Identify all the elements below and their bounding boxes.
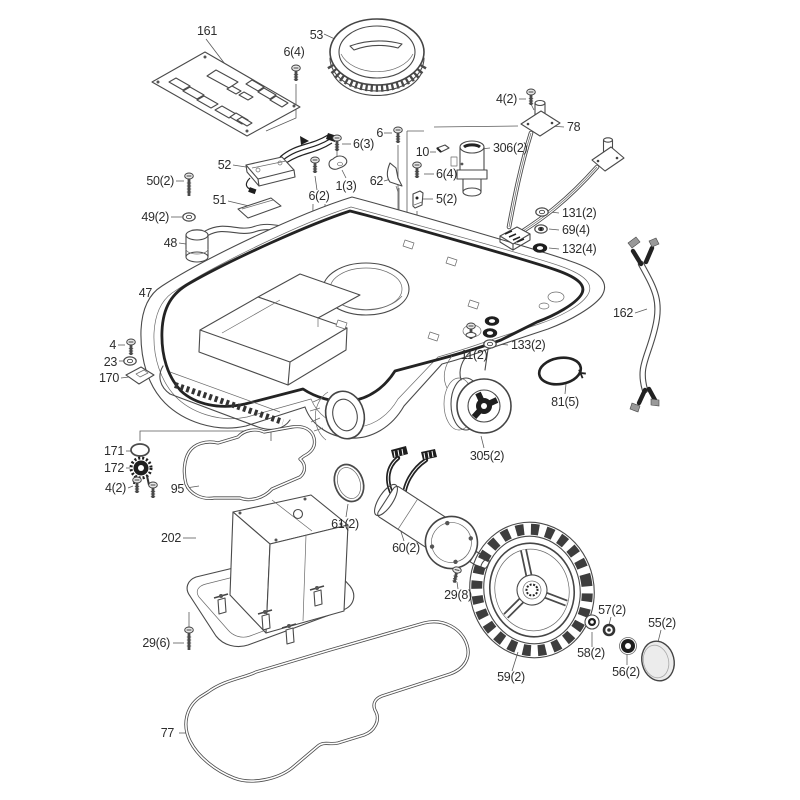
part-label-4-2-top: 4(2) bbox=[496, 92, 517, 106]
part-305-caster-wheel bbox=[443, 351, 512, 434]
part-133-washer-stack bbox=[482, 316, 500, 371]
part-label-5-2: 5(2) bbox=[436, 192, 457, 206]
part-label-58-2: 58(2) bbox=[577, 646, 605, 660]
part-95-gasket bbox=[182, 424, 317, 502]
part-170-cover-plate bbox=[125, 366, 155, 385]
part-60-wheel-motor bbox=[374, 446, 490, 571]
part-label-4: 4 bbox=[109, 338, 116, 352]
part-1-clip bbox=[328, 155, 348, 170]
part-label-77: 77 bbox=[161, 726, 175, 740]
part-label-50-2: 50(2) bbox=[146, 174, 174, 188]
part-label-170: 170 bbox=[99, 371, 119, 385]
screws-and-washers bbox=[182, 63, 537, 652]
part-62-bracket-wedge bbox=[386, 162, 403, 193]
part-53-blade-guard-cup bbox=[327, 18, 427, 97]
part-label-23: 23 bbox=[104, 355, 118, 369]
part-47-chassis-tray bbox=[140, 196, 606, 441]
part-label-6-2: 6(2) bbox=[308, 189, 329, 203]
part-23-washer bbox=[123, 356, 137, 366]
part-59-drive-wheel bbox=[469, 521, 595, 659]
part-57-washer bbox=[602, 623, 616, 637]
part-4-screw bbox=[125, 337, 137, 357]
part-label-62: 62 bbox=[370, 174, 384, 188]
part-label-81-5: 81(5) bbox=[551, 395, 579, 409]
part-label-306-2: 306(2) bbox=[493, 141, 527, 155]
part-label-59-2: 59(2) bbox=[497, 670, 525, 684]
part-labels: 161 53 6(4) 52 51 50(2) 49(2) 48 47 6(3)… bbox=[99, 24, 676, 740]
part-label-56-2: 56(2) bbox=[612, 665, 640, 679]
part-label-172: 172 bbox=[104, 461, 124, 475]
part-label-131-2: 131(2) bbox=[562, 206, 596, 220]
part-61-o-ring bbox=[333, 463, 365, 503]
part-label-69-4: 69(4) bbox=[562, 223, 590, 237]
part-label-95: 95 bbox=[171, 482, 185, 496]
part-5-spacer-block bbox=[412, 190, 424, 209]
part-label-305-2: 305(2) bbox=[470, 449, 504, 463]
part-78-sensor-plates bbox=[499, 99, 625, 251]
part-161-circuit-board bbox=[151, 51, 301, 137]
part-202-battery-box bbox=[186, 494, 355, 648]
part-51-foam-pad bbox=[237, 197, 282, 219]
part-label-6: 6 bbox=[376, 126, 383, 140]
part-label-57-2: 57(2) bbox=[598, 603, 626, 617]
part-label-60-2: 60(2) bbox=[392, 541, 420, 555]
part-81-clamp-ring bbox=[537, 356, 586, 386]
part-label-162: 162 bbox=[613, 306, 633, 320]
part-label-11-2: 11(2) bbox=[461, 348, 488, 362]
part-131-washer bbox=[535, 207, 549, 217]
part-label-49-2: 49(2) bbox=[141, 210, 169, 224]
part-56-lock-nut bbox=[619, 637, 637, 655]
part-171-o-ring bbox=[130, 443, 150, 457]
part-10-clip bbox=[436, 144, 450, 153]
part-label-133-2: 133(2) bbox=[511, 338, 545, 352]
part-label-6-4-top: 6(4) bbox=[283, 45, 304, 59]
part-label-52: 52 bbox=[218, 158, 232, 172]
part-306-actuator-cylinder bbox=[450, 140, 488, 197]
part-55-hub-cap bbox=[641, 640, 675, 682]
part-label-78: 78 bbox=[567, 120, 581, 134]
part-162-cable-harness bbox=[627, 236, 661, 413]
part-label-51: 51 bbox=[213, 193, 227, 207]
part-label-61-2: 61(2) bbox=[331, 517, 359, 531]
part-label-171: 171 bbox=[104, 444, 124, 458]
part-52-cable-bracket bbox=[245, 133, 337, 195]
part-77-bottom-seal bbox=[184, 620, 470, 783]
part-label-4-2-left: 4(2) bbox=[105, 481, 126, 495]
part-label-6-4-right: 6(4) bbox=[436, 167, 457, 181]
part-label-6-3: 6(3) bbox=[353, 137, 374, 151]
part-label-1-3: 1(3) bbox=[335, 179, 356, 193]
part-label-53: 53 bbox=[310, 28, 324, 42]
part-132-grommet bbox=[532, 243, 548, 253]
part-label-29-8: 29(8) bbox=[444, 588, 472, 602]
part-label-10: 10 bbox=[416, 145, 430, 159]
part-69-grommet-washer bbox=[534, 224, 548, 234]
part-label-55-2: 55(2) bbox=[648, 616, 676, 630]
part-label-202: 202 bbox=[161, 531, 181, 545]
part-label-161: 161 bbox=[197, 24, 217, 38]
part-label-29-6: 29(6) bbox=[142, 636, 170, 650]
part-4-2-screws bbox=[131, 475, 159, 500]
part-label-132-4: 132(4) bbox=[562, 242, 596, 256]
part-label-47: 47 bbox=[139, 286, 153, 300]
part-58-washer-bushing bbox=[584, 614, 600, 630]
part-label-48: 48 bbox=[164, 236, 178, 250]
